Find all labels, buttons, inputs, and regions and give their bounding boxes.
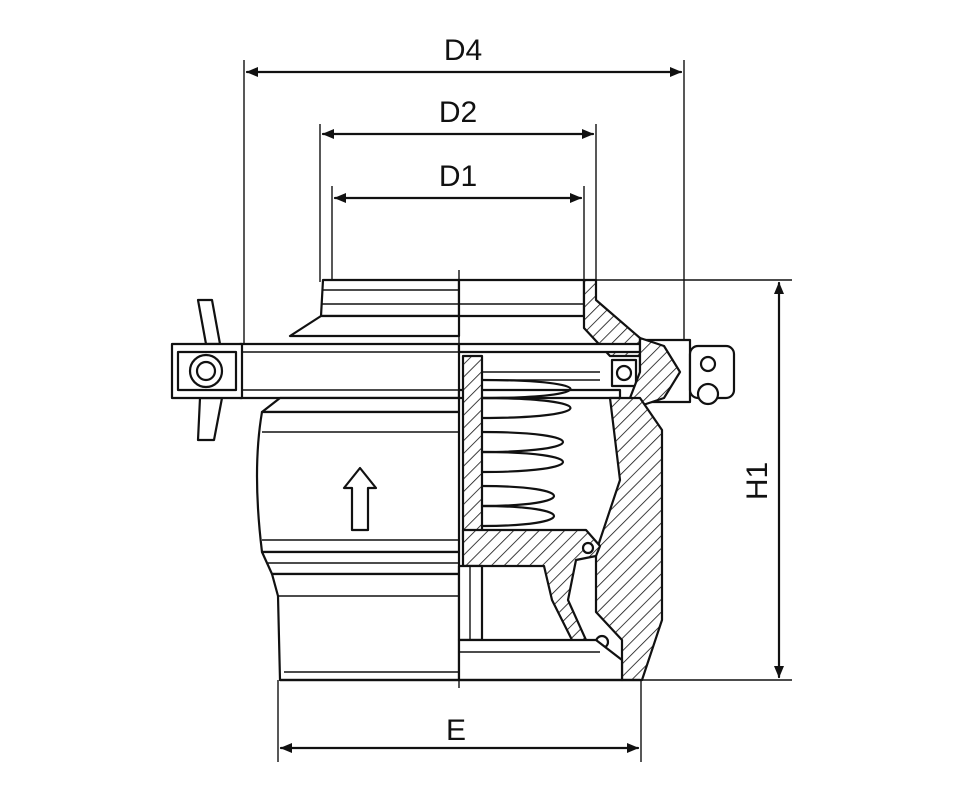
valve-body-exterior — [238, 278, 461, 682]
dimension-h1: H1 — [585, 279, 792, 681]
d1-label: D1 — [439, 160, 477, 193]
e-label: E — [446, 714, 466, 747]
spring — [480, 371, 600, 528]
d2-label: D2 — [439, 96, 477, 129]
valve-body-section — [457, 278, 682, 682]
flow-arrow-icon — [342, 466, 378, 532]
dimension-d1: D1 — [331, 160, 585, 282]
dimension-d4: D4 — [243, 34, 685, 345]
d4-label: D4 — [444, 34, 482, 67]
dimension-e: E — [277, 680, 642, 762]
dimension-d2: D2 — [319, 96, 597, 282]
clamp-wing-nut — [170, 298, 244, 442]
h1-label: H1 — [741, 462, 774, 500]
